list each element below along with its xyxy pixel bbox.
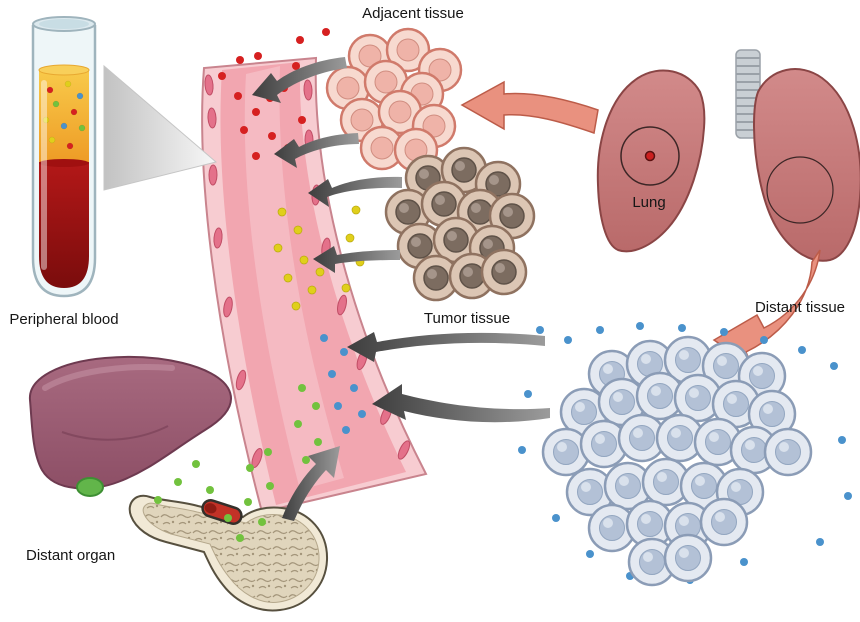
arrow-adjacent-top [252,57,347,103]
right-lung [752,68,860,262]
bone [128,494,329,612]
plasma-ctdna-dots [42,80,86,150]
blood-vessel [201,56,428,514]
gallbladder [76,477,104,497]
label-distant-tissue: Distant tissue [755,299,845,316]
lung-tumor-dot [644,150,656,162]
distant-tissue-dots [320,322,852,584]
label-peripheral-blood: Peripheral blood [9,311,118,328]
distant-organ-dots [154,384,322,542]
arrow-tumor-top [308,176,402,207]
label-distant-organ: Distant organ [26,547,115,564]
tumor-tissue-cells [384,146,536,302]
adjacent-tissue-cells [325,27,463,173]
arrow-bone-to-vessel [282,446,340,521]
arrow-distant-bottom [372,384,550,423]
lungs [596,49,860,262]
distant-tissue-cells [541,335,813,587]
arrow-lung-to-adjacent-tissue [460,80,599,134]
arrow-distant-top [347,332,545,362]
arrow-tumor-bottom [313,246,400,273]
red-blood-layer [39,162,89,288]
label-lung: Lung [632,194,665,211]
label-adjacent-tissue: Adjacent tissue [362,5,464,22]
shedding-arrows [252,57,550,521]
sampling-funnel [103,64,218,191]
arrow-adjacent-bottom [274,133,359,168]
right-lung-annotation-circle [766,156,834,224]
label-tumor-tissue: Tumor tissue [424,310,510,327]
endothelial-cells [204,74,411,468]
blood-test-tube [31,16,97,298]
lung-tumor-annotation-circle [620,126,680,186]
liver [28,355,233,497]
